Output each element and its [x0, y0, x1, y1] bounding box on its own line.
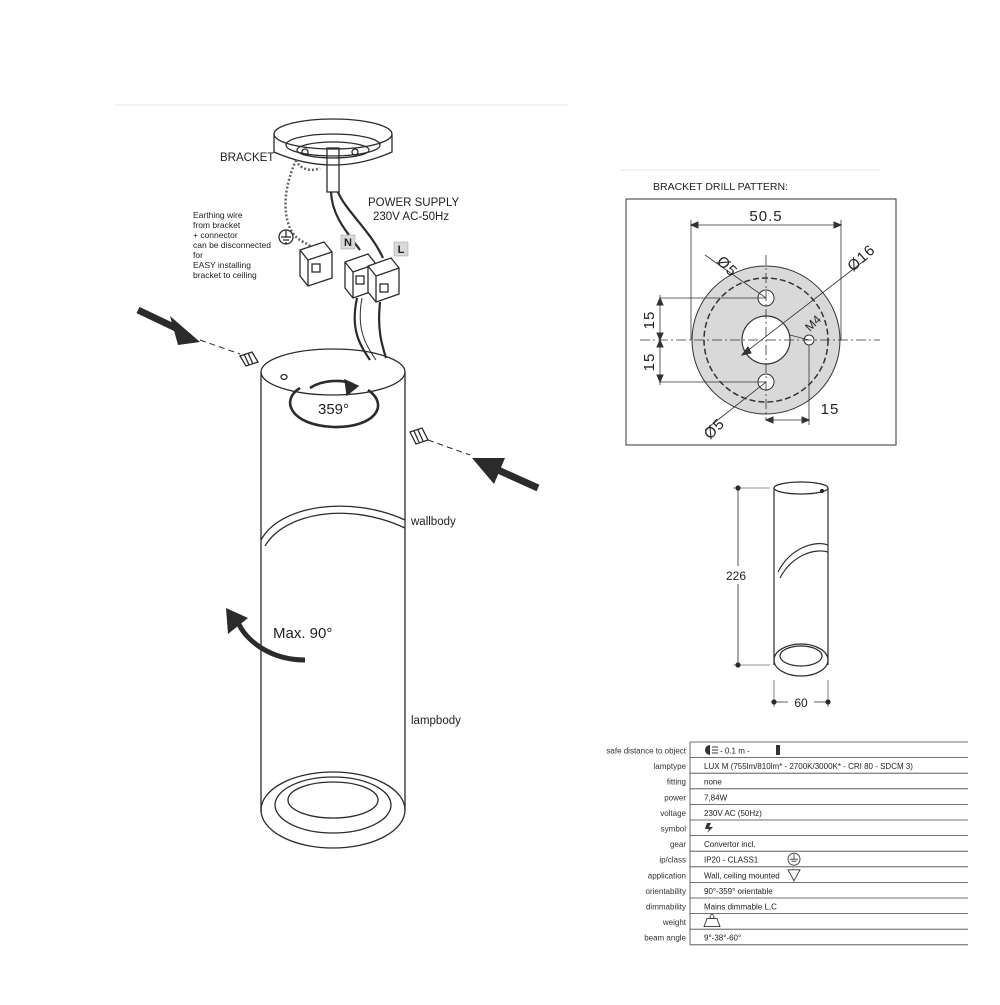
screw-left [239, 351, 259, 367]
spec-table: safe distance to object - 0.1 m - lampty… [606, 741, 968, 946]
spec-row: weight [662, 913, 968, 928]
spec-row: orientability 90°-359° orientable [646, 882, 968, 896]
spec-key: application [648, 871, 686, 880]
power-supply-label-2: 230V AC-50Hz [373, 211, 449, 223]
spec-row: ip/class IP20 - CLASS1 [659, 850, 968, 866]
earthing-note-line: from bracket [193, 220, 241, 230]
assembly-drawing [199, 118, 471, 849]
spec-value: 90°-359° orientable [704, 887, 773, 896]
product-sketch [733, 481, 831, 707]
safe-distance-icon [705, 745, 780, 755]
spec-row: application Wall, ceiling mounted [648, 866, 968, 882]
spec-row: beam angle 9°-38°-60° [644, 928, 968, 943]
earth-icon [787, 852, 801, 866]
spec-row: safe distance to object - 0.1 m - [606, 741, 968, 756]
rotation-label: 359° [318, 401, 349, 418]
dim-lower: 15 [641, 353, 658, 372]
earthing-note-line: for [193, 250, 203, 260]
spec-row: voltage 230V AC (50Hz) [660, 804, 968, 818]
neutral-tag-text: N [344, 237, 352, 249]
spec-key: gear [670, 840, 686, 849]
screw-right [409, 427, 429, 445]
spec-row: lamptype LUX M (755lm/810lm* - 2700K/3000… [654, 757, 968, 771]
spec-key: fitting [667, 778, 686, 787]
spec-row: fitting none [667, 772, 968, 787]
tilt-arrow [226, 608, 306, 663]
spec-row: dimmability Mains dimmable L,C [646, 897, 968, 912]
spec-value: Convertor incl. [704, 840, 756, 849]
dim-height-bg [722, 566, 752, 584]
fixture-cylinder [260, 348, 406, 849]
spec-key: orientability [646, 887, 686, 896]
neutral-wire [329, 191, 361, 251]
rotation-indicator [288, 378, 380, 429]
spec-value: Wall, ceiling mounted [704, 871, 780, 880]
spec-value: LUX M (755lm/810lm* - 2700K/3000K* - CRI… [704, 762, 913, 771]
earthing-note: Earthing wire from bracket + connector c… [193, 210, 271, 280]
screw-arrow-right [472, 458, 540, 492]
live-connector [367, 257, 400, 303]
tilt-label: Max. 90° [273, 625, 332, 642]
earth-icon [278, 229, 294, 245]
spec-value: IP20 - CLASS1 [704, 856, 759, 865]
spec-key: safe distance to object [606, 747, 686, 756]
triangle-mount-icon [787, 869, 801, 882]
earth-connector [299, 241, 333, 287]
earthing-note-line: can be disconnected [193, 240, 271, 250]
wallbody-label: wallbody [410, 516, 456, 528]
dim-height: 226 [726, 569, 746, 583]
weight-icon [703, 914, 721, 928]
dim-right: 15 [821, 401, 840, 418]
screw-arrow-left [136, 306, 200, 345]
spec-key: ip/class [659, 856, 686, 865]
spec-key: weight [662, 918, 687, 927]
spec-value: Mains dimmable L,C [704, 903, 777, 912]
spec-value: 7,84W [704, 793, 728, 802]
spec-value: - 0.1 m - [720, 747, 750, 756]
live-wire [336, 191, 384, 259]
earthing-note-line: EASY installing [193, 260, 251, 270]
spec-key: power [664, 793, 686, 802]
dim-diameter: 60 [794, 696, 808, 710]
live-tag-text: L [398, 244, 405, 256]
neutral-tag: N [340, 234, 356, 250]
dim-diameter-bg [788, 694, 814, 710]
earthing-note-line: + connector [193, 230, 238, 240]
earth-wire [284, 159, 315, 251]
spec-value: 9°-38°-60° [704, 934, 741, 943]
earthing-note-line: Earthing wire [193, 210, 243, 220]
dim-hole-bottom: Ø5 [701, 415, 729, 443]
ceiling-bracket [273, 118, 393, 193]
spec-key: voltage [660, 809, 686, 818]
spec-row: symbol [661, 819, 968, 834]
power-supply-label-1: POWER SUPPLY [368, 197, 459, 209]
spec-key: beam angle [644, 934, 686, 943]
spec-key: symbol [661, 825, 687, 834]
flash-icon [705, 823, 713, 833]
spec-row: gear Convertor incl. [670, 835, 968, 849]
spec-key: dimmability [646, 903, 686, 912]
dim-center: Ø16 [844, 241, 879, 275]
spec-row: power 7,84W [664, 788, 968, 802]
spec-value: 230V AC (50Hz) [704, 809, 762, 818]
drill-pattern-frame [625, 198, 897, 446]
bracket-label: BRACKET [220, 152, 274, 164]
drill-pattern-drawing [640, 220, 880, 431]
dim-width: 50.5 [749, 208, 782, 225]
spec-key: lamptype [654, 762, 687, 771]
earthing-note-line: bracket to ceiling [193, 270, 257, 280]
live-tag: L [393, 241, 409, 257]
lampbody-label: lampbody [411, 715, 461, 727]
drill-pattern-title: BRACKET DRILL PATTERN: [653, 181, 788, 193]
spec-value: none [704, 778, 722, 787]
dim-upper: 15 [641, 311, 658, 330]
